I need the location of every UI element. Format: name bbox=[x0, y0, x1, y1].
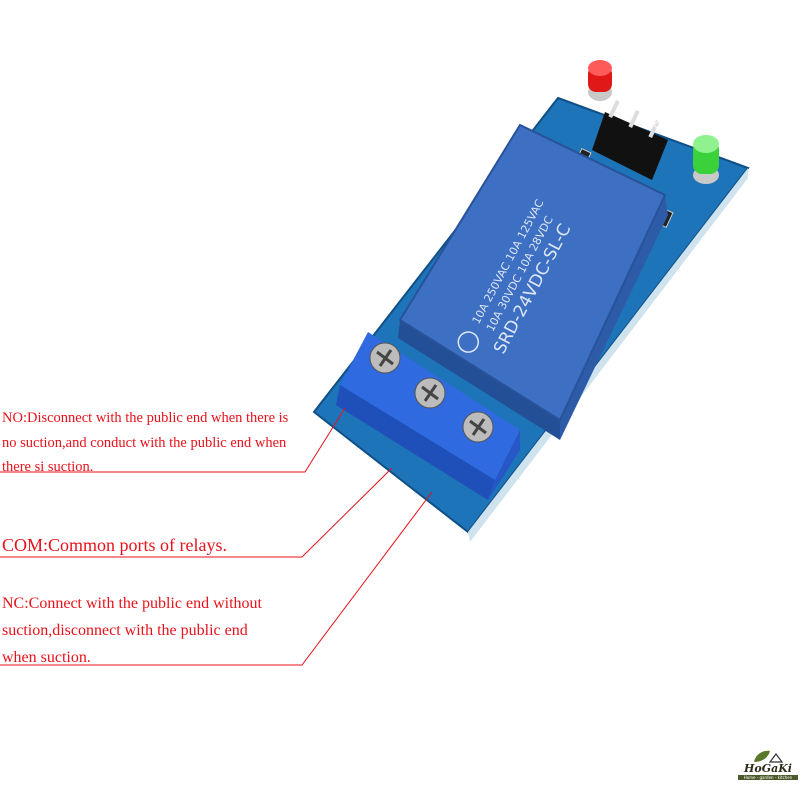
no-annotation: NO:Disconnect with the public end when t… bbox=[2, 406, 322, 480]
relay bbox=[398, 123, 668, 440]
logo-brand: HoGaKi bbox=[744, 762, 792, 775]
com-annotation: COM:Common ports of relays. bbox=[2, 535, 227, 555]
no-line-3: there si suction. bbox=[2, 459, 94, 475]
red-led bbox=[588, 60, 612, 101]
leaf-house-icon bbox=[754, 750, 784, 763]
nc-line-3: when suction. bbox=[2, 649, 91, 666]
terminal-block bbox=[336, 332, 520, 500]
pin-label-gnd: GND bbox=[645, 105, 663, 131]
header-pins bbox=[592, 99, 668, 180]
no-line-2: no suction,and conduct with the public e… bbox=[2, 434, 287, 451]
pin-label-in: IN bbox=[622, 97, 636, 111]
no-line-1: NO:Disconnect with the public end when t… bbox=[2, 410, 289, 426]
green-led bbox=[693, 135, 719, 184]
cqc-mark bbox=[457, 331, 480, 353]
nc-line-1: NC:Connect with the public end without bbox=[2, 595, 262, 612]
nc-annotation: NC:Connect with the public end without s… bbox=[2, 590, 312, 671]
logo-tagline: Home - garden - kitchen bbox=[738, 775, 798, 780]
callout-lines bbox=[0, 407, 433, 666]
pin-label-vcc: VCC bbox=[670, 119, 687, 142]
nc-line-2: suction,disconnect with the public end bbox=[2, 622, 248, 639]
hogaki-logo: HoGaKi Home - garden - kitchen bbox=[738, 748, 798, 780]
